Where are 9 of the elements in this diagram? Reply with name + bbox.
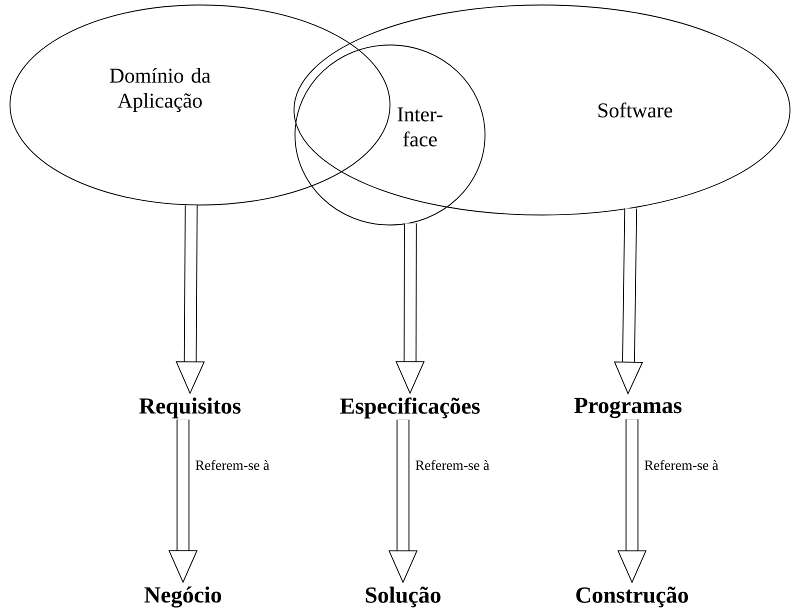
term-label: Especificações bbox=[340, 397, 480, 419]
edge-label: Referem-se à bbox=[644, 460, 718, 470]
edge-label: Referem-se à bbox=[196, 460, 270, 470]
term-label: Negócio bbox=[144, 586, 222, 608]
edge-label: Referem-se à bbox=[416, 460, 490, 470]
term-label: Solução bbox=[366, 586, 440, 608]
term-label: Programas bbox=[574, 398, 682, 418]
term-label: Construção bbox=[576, 586, 688, 608]
term-label: Requisitos bbox=[139, 398, 241, 418]
